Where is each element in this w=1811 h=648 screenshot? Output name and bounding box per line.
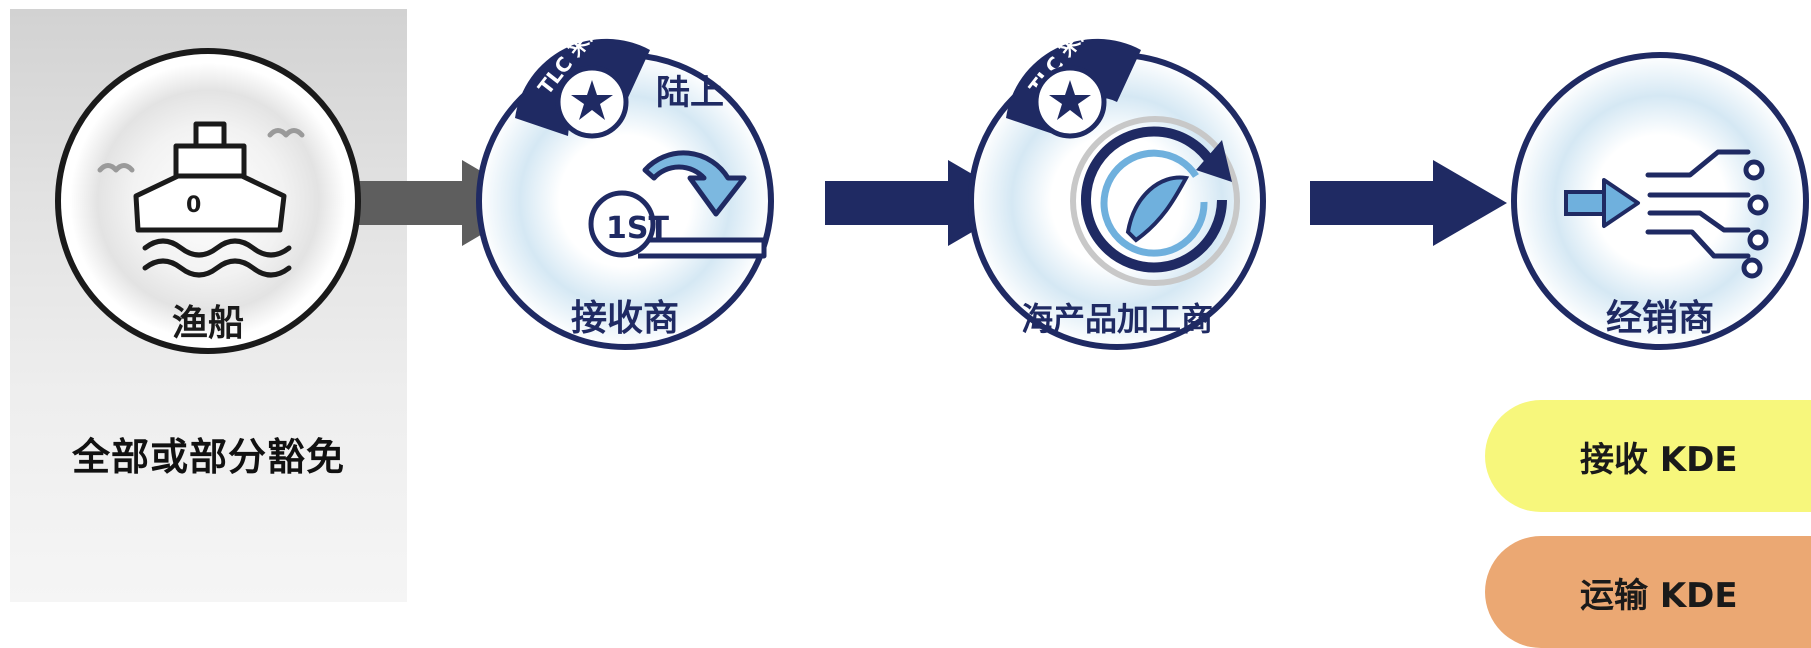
ship-number: 0 [186, 193, 201, 218]
node-label: 接收商 [571, 298, 679, 339]
node-fishing-vessel: 0 渔船 [55, 48, 361, 354]
receive-kde-label: 接收 KDE [1580, 439, 1738, 480]
top-label: 陆上 [656, 73, 724, 113]
node-distributor: 经销商 [1511, 52, 1809, 350]
distribution-icon [1564, 149, 1769, 279]
fish-cycle-icon [1070, 116, 1240, 286]
node-label: 渔船 [172, 303, 244, 344]
star-icon [555, 65, 629, 139]
exemption-label: 全部或部分豁免 [71, 435, 345, 479]
node-first-receiver: TLC 来源 陆上 1ST 接收商 [476, 15, 774, 350]
shipping-kde-label: 运输 KDE [1580, 575, 1738, 616]
first-text: 1ST [606, 211, 669, 246]
node-seafood-processor: TLC 来源 海产品加工商 [968, 15, 1266, 350]
node-label: 经销商 [1606, 298, 1714, 339]
arrow-processor-to-distributor [1310, 160, 1507, 246]
ship-icon [97, 121, 305, 278]
receive-kde-pill: 接收 KDE [1485, 400, 1811, 512]
first-receiver-icon [588, 150, 767, 259]
node-label: 海产品加工商 [1021, 300, 1213, 338]
star-icon [1033, 65, 1107, 139]
shipping-kde-pill: 运输 KDE [1485, 536, 1811, 648]
